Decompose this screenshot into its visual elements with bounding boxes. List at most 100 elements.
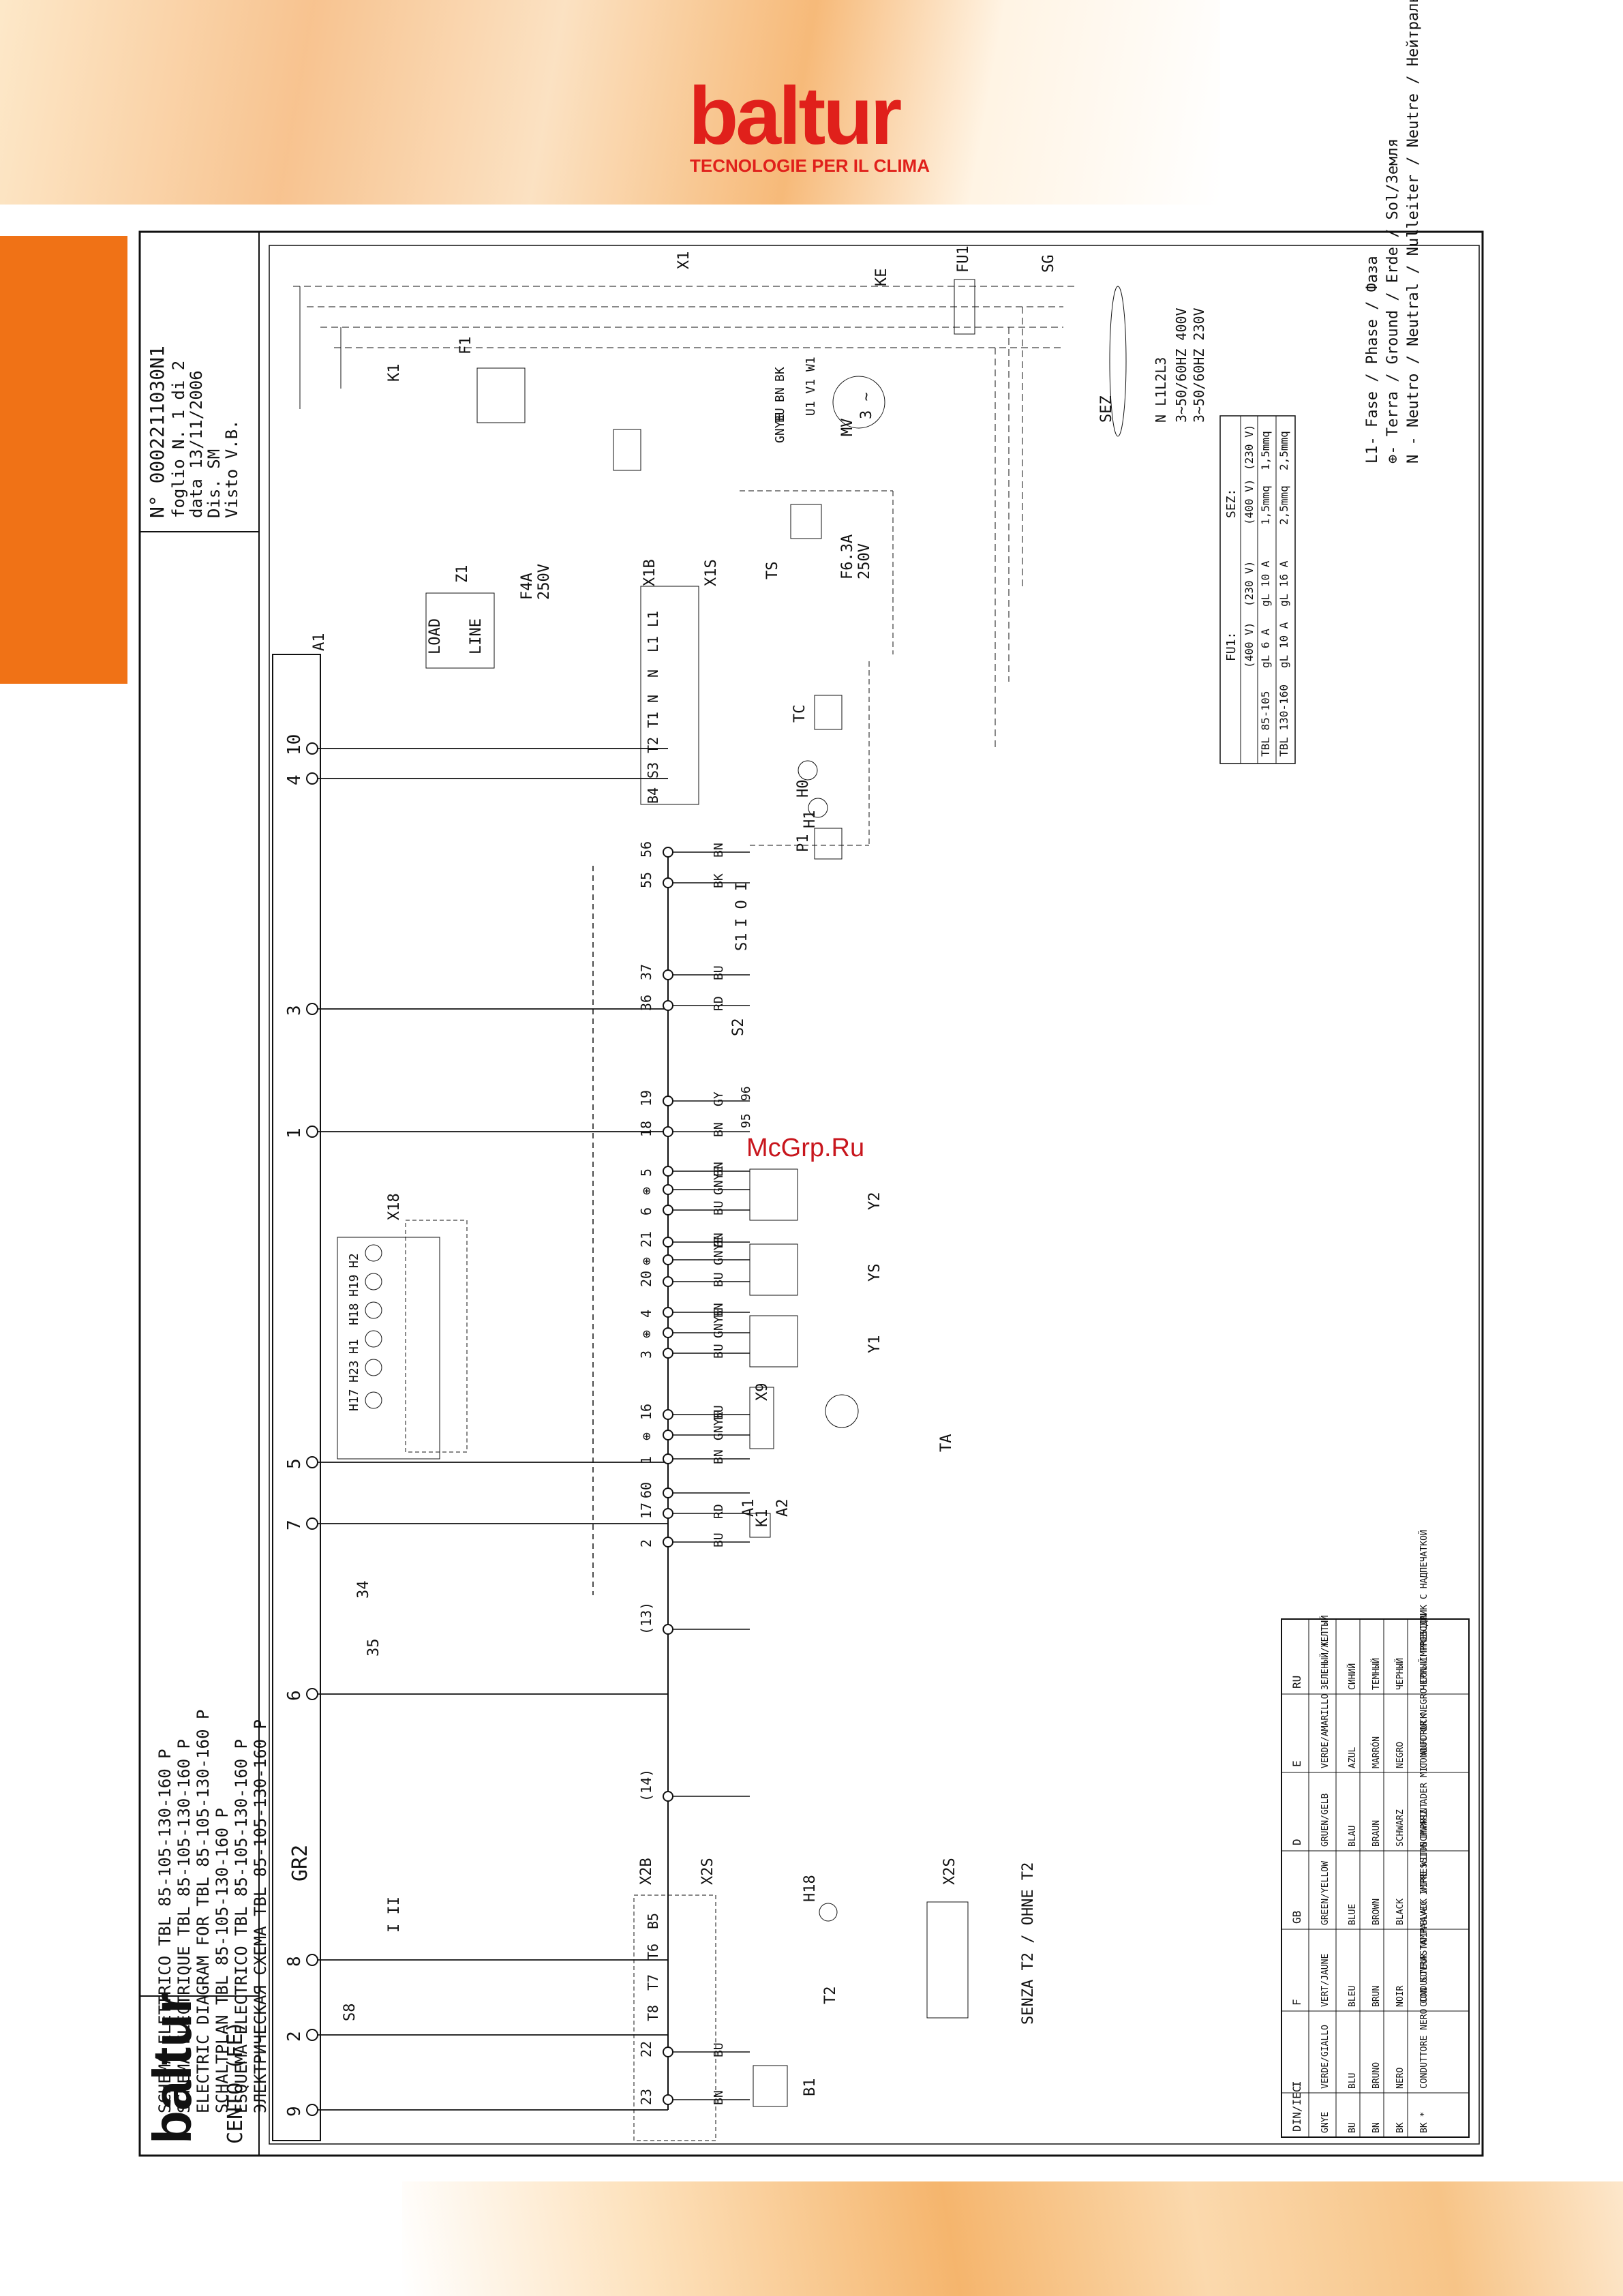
label-sg: SG bbox=[1040, 255, 1057, 273]
wire-color-code: BK bbox=[712, 873, 726, 888]
x1-terminal-number: 2 bbox=[638, 1539, 654, 1547]
fuse-table-cell: 2,5mmq bbox=[1277, 485, 1290, 525]
a1-terminal bbox=[306, 772, 318, 785]
wire-color-code: BU bbox=[712, 1200, 726, 1215]
sheet-number: foglio N. 1 di 2 bbox=[169, 361, 188, 518]
filter-z1 bbox=[425, 592, 495, 669]
a1-terminal bbox=[306, 1456, 318, 1468]
x1-terminal bbox=[663, 877, 673, 888]
wire-color-table: DIN/IECIFGBDERUGNYEVERDE/GIALLOVERT/JAUN… bbox=[1281, 1530, 1470, 2138]
a1-terminal-label: 4 bbox=[284, 774, 305, 785]
control-box-a1 bbox=[272, 654, 321, 2141]
color-table-cell: NEGRO bbox=[1395, 1742, 1406, 1768]
x1-terminal bbox=[663, 1126, 673, 1137]
label-z1: Z1 bbox=[454, 565, 471, 584]
color-table-cell: ЧЕРНЫЙ ПРОВОДНИК С НАДПЕЧАТКОЙ bbox=[1419, 1530, 1429, 1690]
color-table-cell: BLAU bbox=[1348, 1826, 1358, 1847]
color-table-cell: VERDE/AMARILLO bbox=[1320, 1693, 1331, 1768]
drawn-by: Dis. SM bbox=[204, 449, 224, 518]
label-x1b: X1B bbox=[641, 559, 658, 586]
wire-color-code: GNYE bbox=[712, 1309, 726, 1338]
color-table-cell: СИНИЙ bbox=[1347, 1663, 1358, 1690]
fuse-table-cell: gL 10 A bbox=[1259, 560, 1272, 607]
x2b-block bbox=[633, 1894, 969, 2141]
a1-terminal-label: 9 bbox=[284, 2106, 305, 2117]
x1-terminal bbox=[663, 2094, 673, 2105]
x1-terminal bbox=[663, 1624, 673, 1635]
wire-color-code: RD bbox=[712, 1504, 726, 1519]
color-table-cell: GREEN/YELLOW bbox=[1320, 1861, 1331, 1925]
label-fu1: FU1 bbox=[955, 245, 972, 273]
a1-terminal bbox=[306, 2029, 318, 2041]
color-table-cell: ЧЕРНЫЙ bbox=[1395, 1658, 1406, 1690]
label-k1-relay: K1 bbox=[754, 1509, 771, 1528]
color-table-header: I bbox=[1290, 2081, 1303, 2087]
label-y2: Y2 bbox=[866, 1192, 883, 1211]
x1-terminal bbox=[663, 1537, 673, 1547]
label-ta: TA bbox=[938, 1434, 955, 1453]
x1b-pin: S3 bbox=[645, 762, 661, 779]
motor-mv bbox=[832, 376, 885, 429]
doc-date: data 13/11/2006 bbox=[187, 370, 206, 518]
color-table-cell: CONDUTTORE NERO CON SOVRASTAMPA bbox=[1419, 1923, 1429, 2089]
a1-terminal bbox=[306, 1003, 318, 1015]
x1b-pin: N bbox=[645, 695, 661, 703]
color-table-cell: GNYE bbox=[1320, 2112, 1331, 2133]
supply-400v: 3~50/60HZ 400V bbox=[1173, 307, 1189, 423]
color-table-cell: CONDUCTOR NEGRO CON IMPRESION bbox=[1419, 1614, 1429, 1768]
color-table-header: E bbox=[1290, 1760, 1303, 1767]
color-table-cell: BLACK WIRE WITH IMPRINT bbox=[1419, 1802, 1429, 1925]
wire-color-code: BN bbox=[712, 1122, 726, 1137]
x1b-pin: L1 bbox=[645, 611, 661, 627]
lamp-label: H1 bbox=[347, 1339, 361, 1354]
x2b-pin: T6 bbox=[645, 1944, 661, 1960]
label-f1: F1 bbox=[457, 337, 474, 355]
color-table-cell: VERDE/GIALLO bbox=[1320, 2025, 1331, 2089]
wire-color-code: GNYE bbox=[712, 1236, 726, 1265]
checked-by: Visto V.B. bbox=[222, 420, 241, 519]
power-section bbox=[293, 279, 1127, 860]
x1b-pin: N bbox=[645, 669, 661, 678]
label-f4a-volt: 250V bbox=[536, 564, 553, 600]
fuse-table: FU1:SEZ:(400 V)(230 V)(400 V)(230 V)TBL … bbox=[1219, 415, 1296, 764]
a1-terminal-label: 6 bbox=[284, 1690, 305, 1701]
label-k1: K1 bbox=[386, 364, 403, 382]
color-table-cell: SCHWARZ bbox=[1395, 1809, 1406, 1847]
x1b-pin: B4 bbox=[645, 787, 661, 804]
color-table-header: GB bbox=[1290, 1911, 1303, 1924]
fuse-table-cell: 1,5mmq bbox=[1259, 431, 1272, 470]
wire-color-code: RD bbox=[712, 996, 726, 1011]
lamp-label: H18 bbox=[347, 1303, 361, 1325]
wire-color-code: BN bbox=[712, 1449, 726, 1464]
wire-color-code: BN bbox=[712, 843, 726, 858]
x1-terminal bbox=[663, 1487, 673, 1498]
color-table-header: F bbox=[1290, 1999, 1303, 2006]
group-gr2-label: GR2 bbox=[288, 1845, 312, 1882]
a1-terminal-label: 1 bbox=[284, 1128, 305, 1138]
label-h18: H18 bbox=[802, 1875, 819, 1902]
label-x1s: X1S bbox=[703, 559, 720, 586]
color-table-cell: BRUNO bbox=[1371, 2062, 1382, 2089]
color-table-cell: BROWN bbox=[1371, 1899, 1382, 1925]
lamp-label: H2 bbox=[347, 1253, 361, 1268]
label-t2: T2 bbox=[822, 1987, 839, 2005]
wire-color-code: BU bbox=[712, 965, 726, 980]
label-s8-positions: I II bbox=[386, 1897, 403, 1933]
wire-color-code: GNYE bbox=[712, 1411, 726, 1440]
wire-color-code: BU bbox=[712, 1532, 726, 1547]
label-h1: H1 bbox=[802, 811, 819, 829]
x1-terminal-number: ⊕ bbox=[638, 1257, 654, 1265]
label-s1: S1 bbox=[733, 933, 750, 952]
color-table-cell: AZUL bbox=[1348, 1747, 1358, 1768]
label-x1: X1 bbox=[676, 252, 693, 270]
relay-ke bbox=[790, 504, 822, 539]
x1-terminal-number: 22 bbox=[638, 2041, 654, 2057]
x1-terminal bbox=[663, 2046, 673, 2057]
x1-terminal-number: ⊕ bbox=[638, 1432, 654, 1440]
valves bbox=[749, 1168, 859, 1538]
f1-contact: 96 bbox=[739, 1086, 753, 1101]
title-line-1: SCHEMA ELETTRICO TBL 85-105-130-160 P bbox=[155, 1749, 175, 2113]
x1-terminal-number: 19 bbox=[638, 1090, 654, 1106]
label-34: 34 bbox=[355, 1581, 372, 1599]
label-x2s: X2S bbox=[699, 1858, 716, 1885]
